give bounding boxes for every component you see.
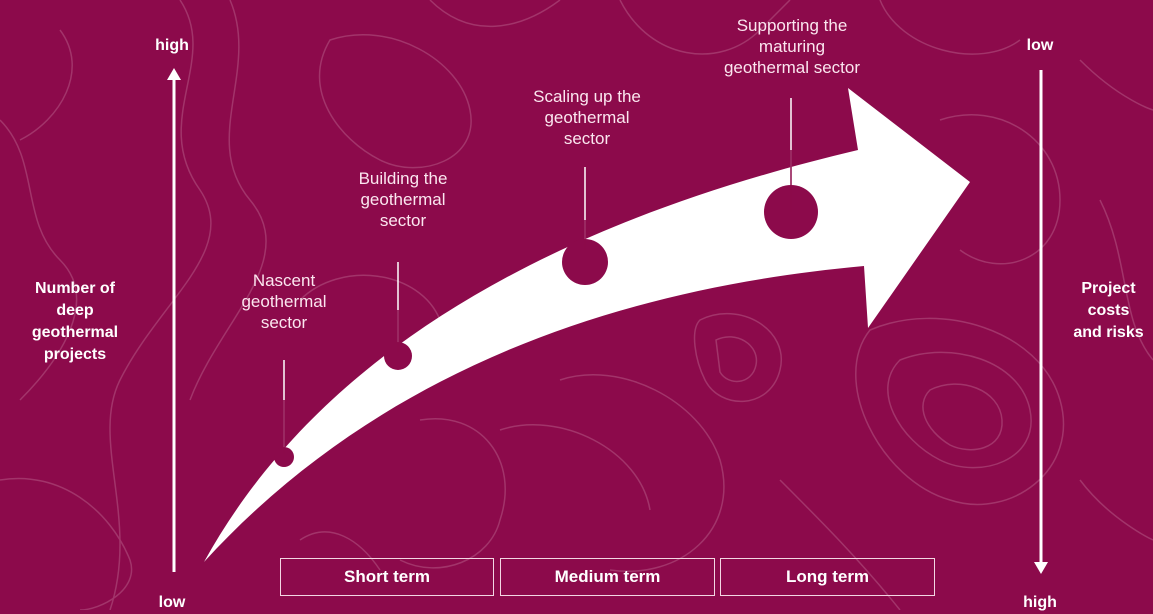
stage-2-marker: [384, 342, 412, 370]
stage-1-marker: [274, 447, 294, 467]
right-axis-bottom-label: high: [1023, 594, 1057, 611]
stage-2-label: Building the geothermal sector: [358, 169, 448, 230]
left-axis-bottom-label: low: [158, 594, 186, 611]
right-axis-arrow: [1034, 70, 1048, 574]
left-axis-top-label: high: [155, 37, 189, 54]
right-axis-top-label: low: [1026, 37, 1054, 54]
left-axis-title: Number of deep geothermal projects: [31, 280, 119, 363]
left-axis-arrow: [167, 68, 181, 572]
stage-3-label: Scaling up the geothermal sector: [533, 87, 641, 148]
stage-4-label: Supporting the maturing geothermal secto…: [723, 16, 861, 77]
right-axis-title: Project costs and risks: [1073, 280, 1144, 341]
stage-3-marker: [562, 239, 608, 285]
term-short: Short term: [280, 558, 494, 596]
term-long: Long term: [720, 558, 935, 596]
term-medium: Medium term: [500, 558, 715, 596]
stage-1-label: Nascent geothermal sector: [241, 271, 327, 332]
